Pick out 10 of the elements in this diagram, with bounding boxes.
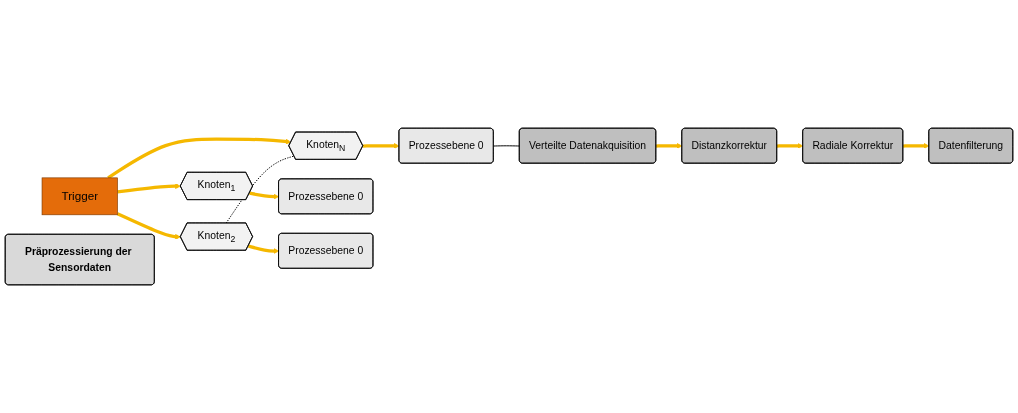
arrow (656, 143, 683, 149)
arrow (247, 244, 280, 254)
connector (493, 145, 521, 147)
arrow (777, 143, 804, 149)
arrow (116, 212, 181, 240)
node-box: Trigger (41, 177, 118, 216)
arrow (903, 143, 930, 149)
arrow (249, 191, 280, 200)
arrow (363, 143, 400, 149)
arrow (117, 183, 181, 194)
